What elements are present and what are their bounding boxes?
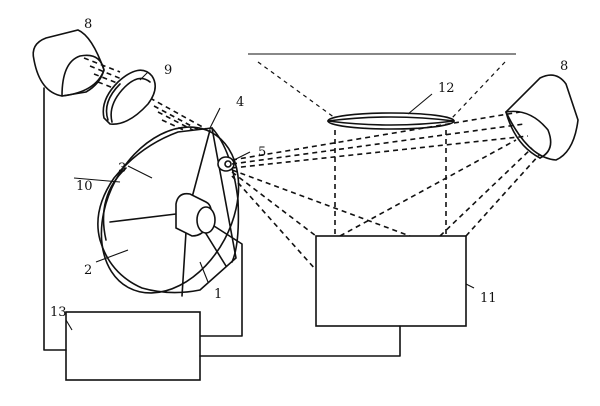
box-11: [315, 235, 467, 327]
light-source-left: [32, 29, 105, 97]
leader-lines: [65, 71, 475, 331]
label-1: 1: [214, 287, 222, 302]
box-13: [65, 311, 201, 381]
label-12: 12: [438, 81, 455, 96]
label-11: 11: [480, 291, 497, 306]
label-9: 9: [164, 63, 172, 78]
motor-hub: [175, 192, 216, 237]
label-8-right: 8: [560, 59, 568, 74]
beams-right: [231, 111, 541, 271]
sensor-5: [217, 156, 235, 172]
filter-9: [102, 69, 156, 125]
label-3: 3: [118, 161, 126, 176]
label-13: 13: [50, 305, 67, 320]
label-4: 4: [236, 95, 244, 110]
rotating-disc: [97, 126, 240, 297]
light-source-right: [505, 74, 579, 161]
label-2: 2: [84, 263, 92, 278]
lens-12: [327, 112, 455, 130]
label-10: 10: [76, 179, 93, 194]
projection-plane: [248, 53, 516, 119]
hub-wiring: [199, 225, 243, 337]
label-8-left: 8: [84, 17, 92, 32]
wiring: [43, 87, 401, 357]
label-5: 5: [258, 145, 266, 160]
